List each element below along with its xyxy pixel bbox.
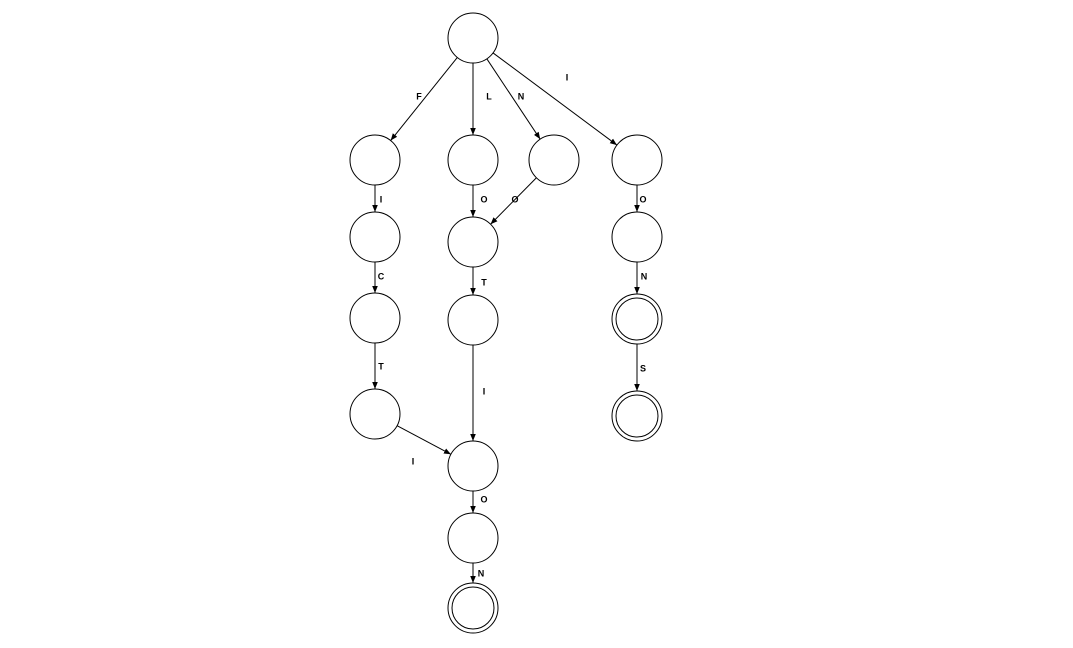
edge-label: O (639, 194, 646, 204)
state-node (447, 216, 499, 268)
edge-label: C (378, 271, 385, 281)
state-node (611, 211, 663, 263)
edge-root-to-f (390, 57, 458, 141)
edge-label: I (380, 194, 383, 204)
edge-label: T (378, 361, 384, 371)
state-node (349, 211, 401, 263)
nodes-layer (349, 12, 663, 634)
edge-root-to-i (492, 52, 618, 146)
edge-label: L (486, 91, 492, 101)
edge-label: O (480, 494, 487, 504)
edge-label: N (641, 271, 648, 281)
edge-label: S (640, 363, 646, 373)
accepting-state-node (447, 582, 499, 634)
accepting-state-node (611, 293, 663, 345)
state-node (447, 134, 499, 186)
edge-root-to-n (486, 58, 541, 140)
edge-label: O (511, 194, 518, 204)
state-node (611, 134, 663, 186)
edge-label: I (566, 72, 569, 82)
edge-label: T (481, 277, 487, 287)
state-node (447, 294, 499, 346)
edge-label: N (478, 568, 485, 578)
accepting-state-node (611, 390, 663, 442)
state-node (447, 440, 499, 492)
edge-label: I (412, 456, 415, 466)
state-node (349, 134, 401, 186)
edge-label: I (483, 386, 486, 396)
edge-labels-layer: F L N I I O O O C T N T S I I O N (378, 72, 648, 578)
state-node (349, 388, 401, 440)
state-node (528, 134, 580, 186)
state-node (447, 12, 499, 64)
edges-layer (372, 52, 640, 583)
edge-n-to-lo (490, 177, 537, 225)
state-node (447, 512, 499, 564)
state-node (349, 292, 401, 344)
edge-label: N (518, 91, 525, 101)
edge-label: O (480, 194, 487, 204)
edge-label: F (416, 91, 422, 101)
edge-fict-to-loti (396, 425, 452, 455)
